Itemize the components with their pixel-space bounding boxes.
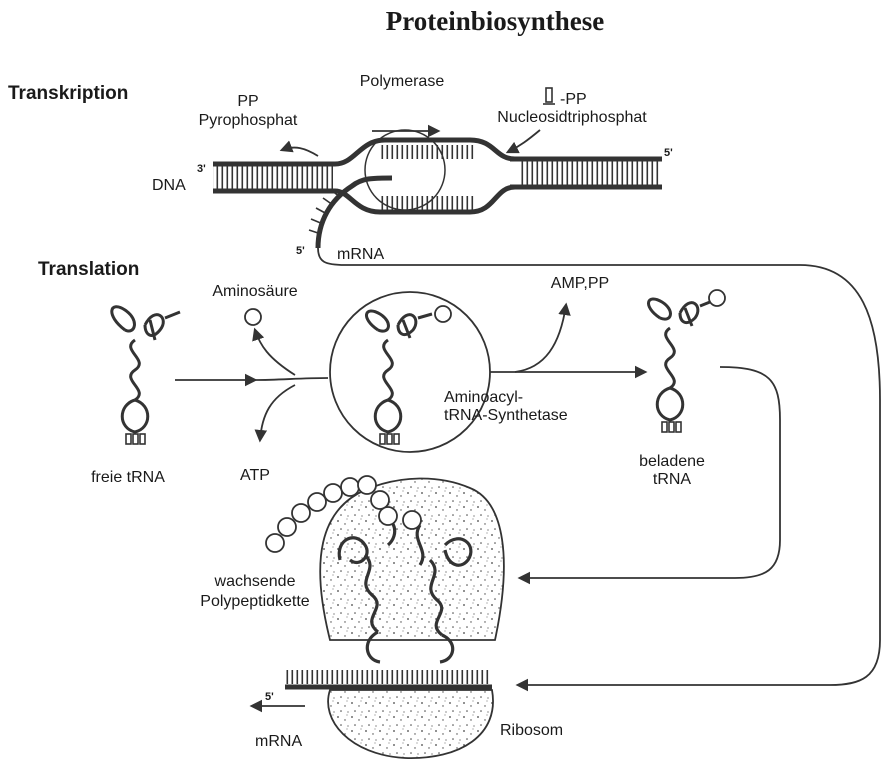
ntp-pp-label: -PP [560, 91, 587, 108]
mrna-5-prime-label: 5' [296, 245, 305, 257]
charged-trna-icon [648, 290, 725, 432]
charged-trna-label-line2: tRNA [653, 471, 692, 488]
ntp-incoming-arrow [508, 130, 540, 152]
dna-double-helix [213, 140, 662, 212]
growing-chain-label-line2: Polypeptidkette [200, 593, 310, 610]
nucleotide-icon [543, 88, 555, 104]
dna-3-prime-label: 3' [197, 163, 206, 175]
section-transcription-heading: Transkription [8, 83, 128, 104]
pp-label: PP [237, 93, 258, 110]
dna-label: DNA [152, 177, 186, 194]
free-trna-label: freie tRNA [91, 469, 165, 486]
atp-label: ATP [240, 467, 270, 484]
nucleoside-triphosphate-label: Nucleosidtriphosphat [497, 109, 647, 126]
amp-pp-release-arrow [515, 305, 566, 372]
amino-acid-icon [245, 309, 261, 325]
amp-pp-label: AMP,PP [551, 275, 609, 292]
charged-trna-to-ribosome-arrow [520, 367, 780, 578]
ribosome-mrna-5-prime-label: 5' [265, 691, 274, 703]
pyrophosphate-release-arrow [282, 148, 318, 156]
diagram-title: Proteinbiosynthese [386, 6, 605, 36]
synthetase-label-line1: Aminoacyl- [444, 389, 523, 406]
amino-acid-label: Aminosäure [212, 283, 297, 300]
polymerase-label: Polymerase [360, 73, 445, 90]
ribosome-label: Ribosom [500, 722, 563, 739]
free-trna-icon [112, 307, 180, 444]
ribosome-mrna-strand [285, 670, 492, 687]
synthetase-bound-trna-icon [366, 306, 451, 444]
transcription-mrna-label: mRNA [337, 246, 384, 263]
translation-mrna-label: mRNA [255, 733, 302, 750]
atp-arrow [260, 385, 295, 440]
converging-stream-line [255, 378, 328, 380]
amino-acid-arrow [255, 330, 295, 375]
section-translation-heading: Translation [38, 259, 139, 280]
pyrophosphate-label: Pyrophosphat [199, 112, 298, 129]
growing-chain-label-line1: wachsende [214, 573, 296, 590]
dna-5-prime-label: 5' [664, 147, 673, 159]
synthetase-label-line2: tRNA-Synthetase [444, 407, 568, 424]
charged-trna-label-line1: beladene [639, 453, 705, 470]
